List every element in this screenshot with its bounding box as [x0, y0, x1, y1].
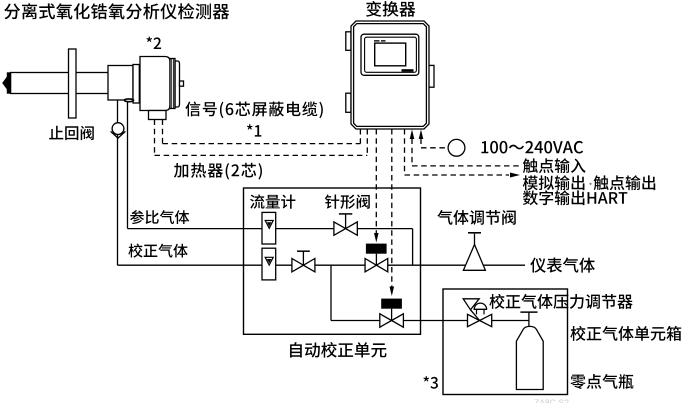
svg-text:ZA8C-S2: ZA8C-S2: [534, 398, 569, 404]
